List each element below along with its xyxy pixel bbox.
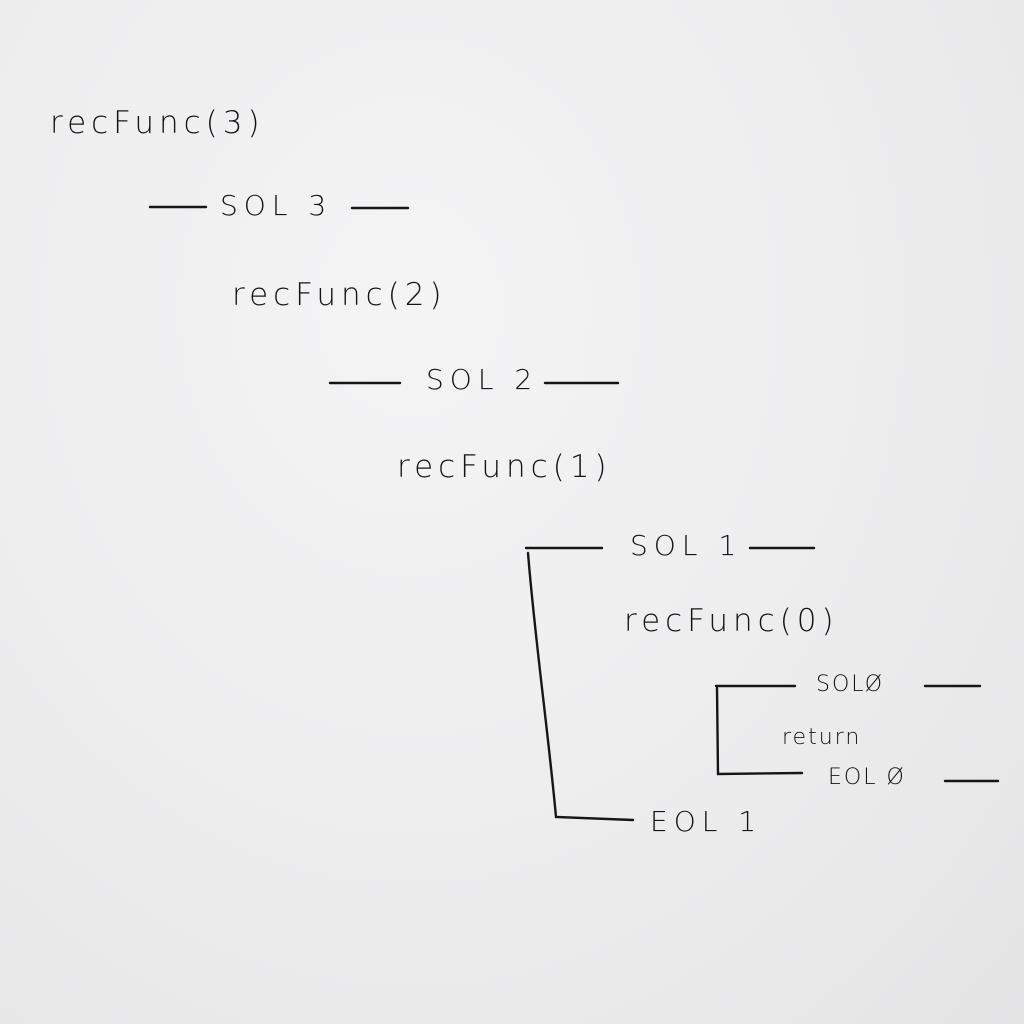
start-of-level-2: SOL 2 xyxy=(426,363,539,396)
start-of-level-0: SOLØ xyxy=(816,672,885,697)
start-of-level-3: SOL 3 xyxy=(220,189,333,222)
call-recfunc-1: recFunc(1) xyxy=(397,449,612,485)
return-statement: return xyxy=(782,725,862,750)
call-recfunc-2: recFunc(2) xyxy=(232,277,447,313)
call-recfunc-0: recFunc(0) xyxy=(624,603,839,639)
bracket-level-1 xyxy=(526,551,635,822)
call-recfunc-3: recFunc(3) xyxy=(50,105,265,141)
end-of-level-0: EOL Ø xyxy=(828,765,906,790)
start-of-level-1: SOL 1 xyxy=(630,529,743,562)
end-of-level-1: EOL 1 xyxy=(650,805,763,838)
